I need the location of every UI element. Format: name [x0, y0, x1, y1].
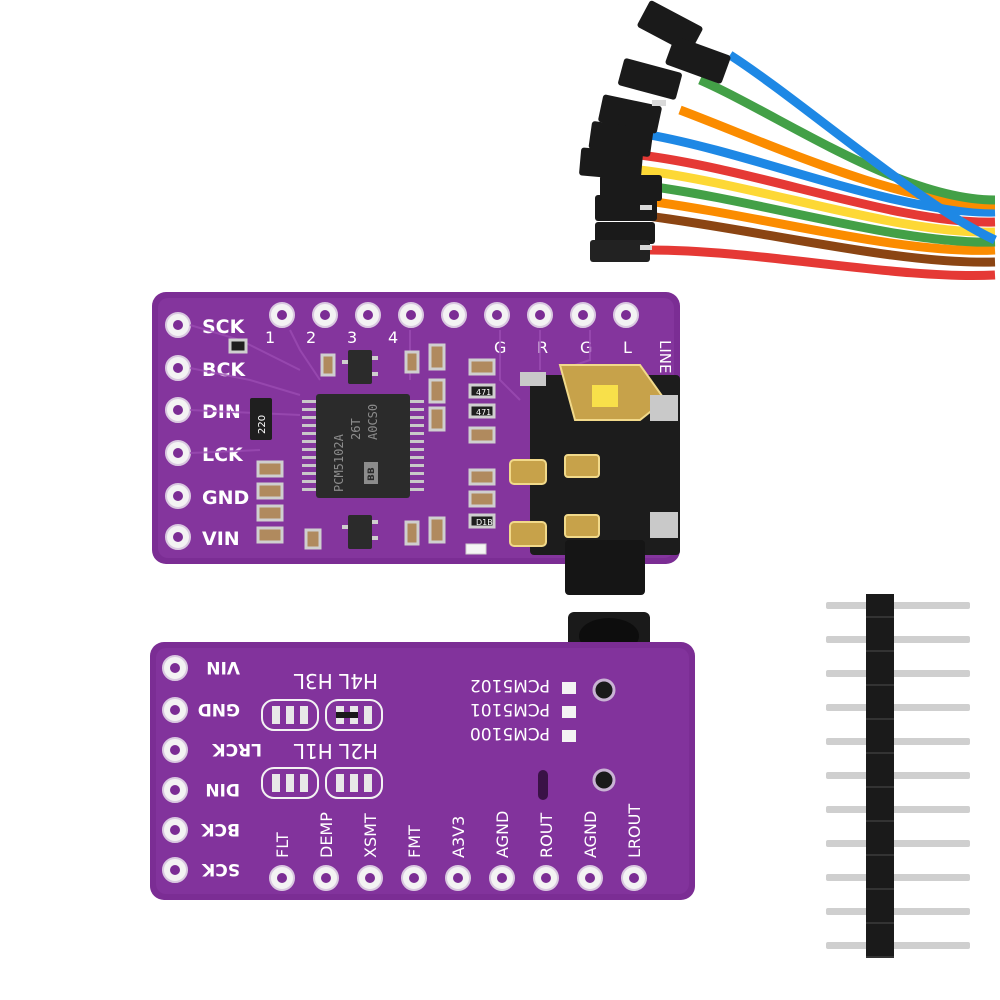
front-top-letter-r: R [537, 338, 548, 357]
header-pin [826, 942, 970, 949]
back-pin-label-lrout: LROUT [625, 804, 644, 858]
header-segment-divider [866, 786, 894, 788]
back-pin-label-vin: VIN [206, 657, 240, 677]
smd-code-2: 471 [476, 408, 491, 417]
chip-marking-line3: A0CS0 [366, 404, 380, 440]
audio-jack [509, 364, 680, 595]
front-board: SCK BCK DIN LCK GND VIN 1 2 3 4 G R G L … [152, 292, 680, 595]
back-pin-label-demp: DEMP [317, 812, 336, 858]
header-pin [826, 806, 970, 813]
header-segment-divider [866, 888, 894, 890]
pin-header-body [866, 594, 894, 958]
variant-pcm5100: PCM5100 [470, 723, 550, 743]
back-pin-label-agnd2: AGND [581, 811, 600, 858]
resistor-code: 220 [257, 415, 268, 434]
header-pin [826, 874, 970, 881]
front-top-number-1: 1 [265, 328, 275, 347]
solder-jumpers [261, 699, 383, 799]
smd-code-1: 471 [476, 388, 491, 397]
header-pin [826, 636, 970, 643]
back-board: VIN GND LRCK DIN BCK SCK H4L H3L H2L H1L [150, 612, 695, 900]
header-pin [826, 602, 970, 609]
back-pin-label-gnd: GND [198, 699, 240, 719]
variant-pcm5102: PCM5102 [470, 675, 550, 695]
pcm5102a-chip: PCM5102A 26T A0CS0 BB [302, 394, 424, 498]
back-pin-label-lrck: LRCK [212, 739, 262, 759]
back-pin-label-bck: BCK [201, 819, 240, 839]
header-pin [826, 840, 970, 847]
header-segment-divider [866, 922, 894, 924]
header-segment-divider [866, 820, 894, 822]
header-pin [826, 704, 970, 711]
header-pin [826, 772, 970, 779]
chip-marking-line2: 26T [349, 418, 363, 440]
chip-marking-line1: PCM5102A [332, 433, 346, 492]
header-segment-divider [866, 718, 894, 720]
header-pin [826, 738, 970, 745]
header-segment-divider [866, 650, 894, 652]
smd-components: 471 471 D1B [228, 338, 496, 555]
jumper-labels-bottom: H2L H1L [293, 739, 378, 763]
front-pin-label-lck: LCK [202, 444, 244, 466]
front-top-letter-l: L [623, 338, 632, 357]
header-segment-divider [866, 752, 894, 754]
front-pin-label-gnd: GND [202, 487, 249, 509]
back-pin-label-flt: FLT [273, 832, 292, 858]
header-pin [826, 908, 970, 915]
header-segment-divider [866, 854, 894, 856]
front-pin-label-bck: BCK [202, 359, 246, 381]
back-pin-label-xsmt: XSMT [361, 813, 380, 858]
header-segment-divider [866, 684, 894, 686]
back-pin-label-rout: ROUT [537, 813, 556, 858]
smd-code-3: D1B [476, 518, 493, 527]
back-pin-label-agnd1: AGND [493, 811, 512, 858]
back-pin-label-a3v3: A3V3 [449, 816, 468, 858]
front-top-number-4: 4 [388, 328, 398, 347]
back-pin-label-din: DIN [205, 779, 240, 799]
jumper-labels-top: H4L H3L [293, 669, 378, 693]
back-pin-label-fmt: FMT [405, 825, 424, 858]
header-pin [826, 670, 970, 677]
front-top-number-2: 2 [306, 328, 316, 347]
variant-pcm5101: PCM5101 [470, 699, 550, 719]
jumper-cable-bundle [579, 0, 997, 281]
front-pin-label-vin: VIN [202, 528, 240, 550]
front-top-pin-holes [269, 302, 639, 328]
header-segment-divider [866, 616, 894, 618]
header-segment-divider [866, 956, 894, 958]
pin-header [826, 594, 970, 958]
front-top-number-3: 3 [347, 328, 357, 347]
chip-logo: BB [367, 467, 377, 481]
back-pin-label-sck: SCK [201, 859, 240, 879]
